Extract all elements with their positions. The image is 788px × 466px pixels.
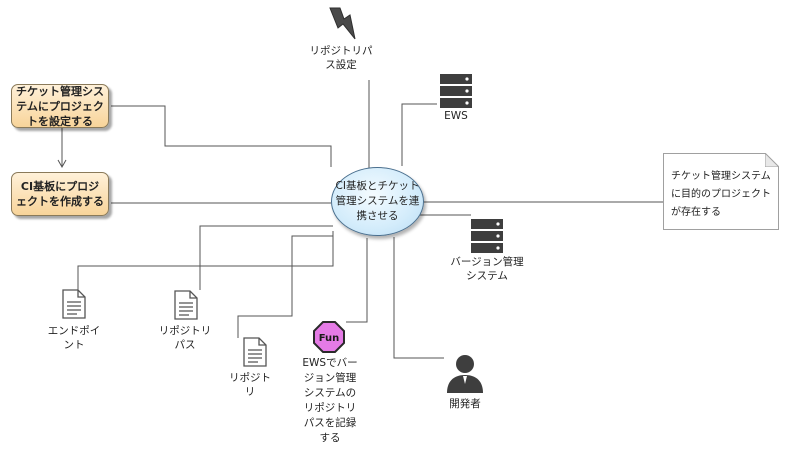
person-icon[interactable] (444, 353, 486, 393)
ews-label: EWS (444, 110, 468, 122)
endpoint-label: エンドポイント (47, 325, 101, 351)
process-set-project[interactable]: チケット管理システムにプロジェクトを設定する (11, 84, 109, 128)
developer-label: 開発者 (449, 398, 481, 410)
goal-label: CI基板とチケット管理システムを連携させる (335, 180, 420, 222)
vcs-server-icon[interactable] (471, 219, 503, 253)
repo-path-setting-label: リポジトリパス設定 (309, 45, 373, 71)
process-set-project-label: チケット管理システムにプロジェクトを設定する (16, 84, 104, 128)
process-create-ci[interactable]: CI基板にプロジェクトを作成する (11, 172, 109, 216)
repo-path-doc-label: リポジトリパス (158, 325, 212, 351)
precondition-note[interactable]: チケット管理システムに目的のプロジェクトが存在する (663, 153, 779, 230)
repo-document-icon[interactable] (243, 337, 267, 367)
fun-label: EWSでバージョン管理システムのリポジトリパスを記録する (302, 357, 358, 444)
note-text: チケット管理システムに目的のプロジェクトが存在する (671, 171, 771, 218)
fun-badge-text: Fun (319, 333, 340, 344)
repo-doc-label: リポジトリ (229, 372, 271, 398)
function-icon[interactable]: Fun (313, 321, 345, 353)
ews-server-icon[interactable] (440, 74, 472, 108)
note-fold (765, 153, 779, 167)
vcs-label: バージョン管理システム (450, 256, 524, 282)
endpoint-document-icon[interactable] (62, 289, 86, 319)
repo-path-document-icon[interactable] (174, 290, 198, 320)
lightning-icon[interactable] (327, 6, 357, 42)
process-create-ci-label: CI基板にプロジェクトを作成する (16, 180, 104, 208)
goal-ellipse[interactable]: CI基板とチケット管理システムを連携させる (331, 167, 424, 236)
